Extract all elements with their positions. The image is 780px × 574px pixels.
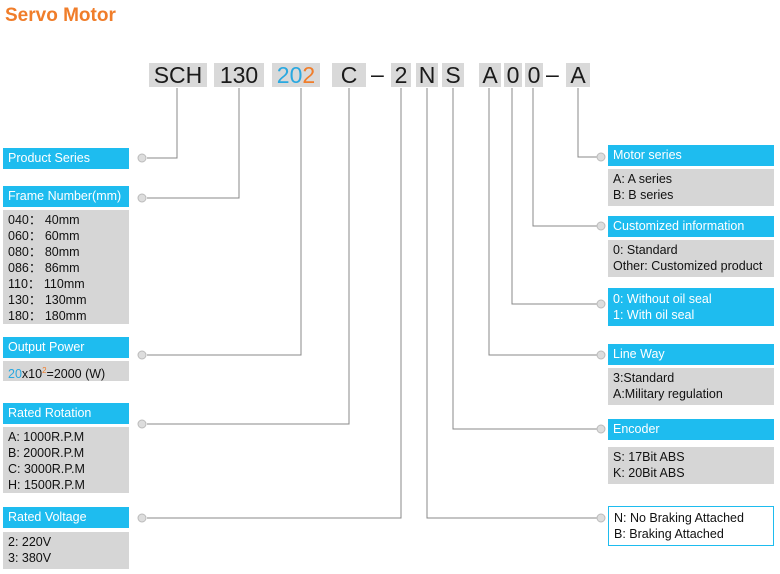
- code-dash-1: –: [371, 61, 384, 87]
- code-motor-series: A: [566, 63, 590, 87]
- dot-motor-series: [596, 152, 606, 162]
- rated-voltage-list: 2: 220V 3: 380V: [3, 532, 129, 569]
- dot-encoder: [596, 424, 606, 434]
- customized-list: 0: Standard Other: Customized product: [608, 240, 774, 277]
- formula-base: 20: [8, 367, 22, 382]
- dot-output-power: [137, 350, 147, 360]
- connector-motor-series: [577, 88, 597, 158]
- formula-exponent: 2: [42, 366, 47, 375]
- motor-series-item: B: B series: [613, 188, 674, 202]
- connector-rotation-speed: [147, 88, 350, 425]
- connector-brake: [426, 88, 597, 519]
- connector-customized: [532, 88, 597, 227]
- formula-result: =2000 (W): [46, 367, 106, 382]
- code-product-series: SCH: [149, 63, 207, 87]
- code-encoder: S: [442, 63, 464, 87]
- frame-item: 130： 130mm: [8, 293, 87, 307]
- dot-frame-number: [137, 193, 147, 203]
- diagram-title: Servo Motor: [5, 5, 116, 26]
- frame-item: 110： 110mm: [8, 277, 85, 291]
- connector-voltage: [147, 88, 402, 519]
- code-customized: 0: [525, 63, 543, 87]
- output-power-formula: 20x102=2000 (W): [3, 361, 129, 381]
- encoder-header: Encoder: [608, 419, 774, 440]
- code-voltage: 2: [391, 63, 411, 87]
- code-power-exponent: 2: [302, 62, 316, 88]
- rated-speed-header: Rated Rotation Speed: [3, 403, 129, 441]
- dot-product-series: [137, 153, 147, 163]
- rated-speed-list: A: 1000R.P.M B: 2000R.P.M C: 3000R.P.M H…: [3, 427, 129, 493]
- code-rotation-speed: C: [332, 63, 366, 87]
- voltage-item: 2: 220V: [8, 535, 52, 549]
- connector-output-power: [147, 88, 302, 356]
- customized-item: 0: Standard: [613, 243, 678, 257]
- dot-brake: [596, 513, 606, 523]
- frame-item: 086： 86mm: [8, 261, 80, 275]
- speed-item: B: 2000R.P.M: [8, 446, 85, 460]
- line-way-list: 3:Standard A:Military regulation: [608, 368, 774, 405]
- customized-header: Customized information: [608, 216, 774, 237]
- encoder-item: K: 20Bit ABS: [613, 466, 685, 480]
- code-dash-2: –: [546, 61, 559, 87]
- frame-item: 180： 180mm: [8, 309, 87, 323]
- motor-series-item: A: A series: [613, 172, 673, 186]
- connector-product-series: [147, 88, 178, 159]
- frame-item: 080： 80mm: [8, 245, 80, 259]
- dot-customized: [596, 221, 606, 231]
- oil-seal-options: 0: Without oil seal 1: With oil seal: [608, 288, 774, 326]
- output-power-header: Output Power: [3, 337, 129, 358]
- frame-item: 040： 40mm: [8, 213, 80, 227]
- frame-item: 060： 60mm: [8, 229, 80, 243]
- line-way-header: Line Way: [608, 344, 774, 365]
- speed-item: A: 1000R.P.M: [8, 430, 85, 444]
- dot-line-way: [596, 350, 606, 360]
- connector-encoder: [452, 88, 597, 430]
- frame-number-header: Frame Number(mm): [3, 186, 129, 207]
- dot-rotation-speed: [137, 419, 147, 429]
- speed-item: H: 1500R.P.M: [8, 478, 85, 492]
- code-brake: N: [416, 63, 438, 87]
- oil-seal-item: 0: Without oil seal: [613, 292, 712, 306]
- code-frame-number: 130: [214, 63, 264, 87]
- customized-item: Other: Customized product: [613, 259, 763, 273]
- line-way-item: 3:Standard: [613, 371, 675, 385]
- connector-frame-number: [147, 88, 240, 199]
- code-oil-seal: 0: [504, 63, 522, 87]
- frame-number-list: 040： 40mm 060： 60mm 080： 80mm 086： 86mm …: [3, 210, 129, 324]
- rated-voltage-header: Rated Voltage: [3, 507, 129, 528]
- code-power-base: 20: [276, 62, 303, 88]
- connector-line-way: [488, 88, 597, 356]
- speed-item: C: 3000R.P.M: [8, 462, 85, 476]
- encoder-item: S: 17Bit ABS: [613, 450, 685, 464]
- voltage-item: 3: 380V: [8, 551, 52, 565]
- braking-options: N: No Braking Attached B: Braking Attach…: [608, 506, 774, 546]
- code-line-way: A: [479, 63, 501, 87]
- oil-seal-item: 1: With oil seal: [613, 308, 695, 322]
- motor-series-header: Motor series: [608, 145, 774, 166]
- connector-oil-seal: [511, 88, 597, 305]
- motor-series-list: A: A series B: B series: [608, 169, 774, 206]
- code-output-power: 202: [272, 63, 320, 87]
- product-series-header: Product Series: [3, 148, 129, 169]
- encoder-list: S: 17Bit ABS K: 20Bit ABS: [608, 447, 774, 484]
- braking-item: N: No Braking Attached: [614, 511, 744, 525]
- dot-voltage: [137, 513, 147, 523]
- line-way-item: A:Military regulation: [613, 387, 723, 401]
- formula-multiplier: x10: [21, 367, 43, 382]
- dot-oil-seal: [596, 299, 606, 309]
- braking-item: B: Braking Attached: [614, 527, 724, 541]
